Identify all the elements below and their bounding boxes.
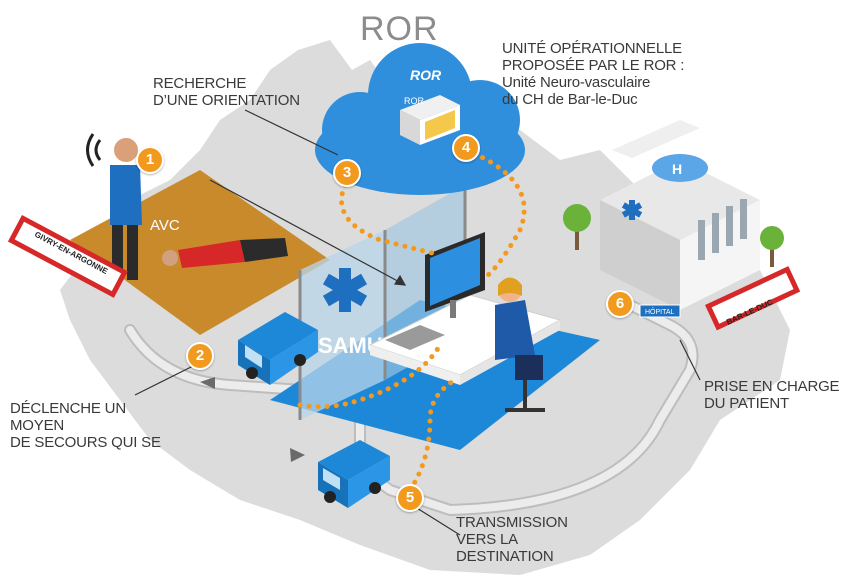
road-arrow-icon — [200, 377, 305, 462]
tree-icon — [563, 204, 784, 267]
label-recherche: RECHERCHE D’UNE ORIENTATION — [153, 75, 300, 109]
label-prise-en-charge: PRISE EN CHARGE DU PATIENT — [704, 378, 840, 412]
label-unite-operationnelle: UNITÉ OPÉRATIONNELLE PROPOSÉE PAR LE ROR… — [502, 40, 685, 108]
town-sign-bar-le-duc — [705, 266, 801, 331]
label-declenche: DÉCLENCHE UN MOYEN DE SECOURS QUI SE — [10, 400, 161, 451]
cloud-logo: ROR — [410, 67, 442, 83]
diagram-title: ROR — [360, 10, 439, 48]
hospital-sign — [639, 304, 681, 318]
pointer-lines — [134, 109, 701, 536]
hospital-sign-label: HÔPITAL — [645, 307, 675, 316]
ambulance-2 — [318, 440, 390, 508]
step-badge-2: 2 — [186, 342, 214, 370]
hospital-building — [600, 120, 760, 310]
phone-signal-icon — [86, 133, 102, 167]
caller-figure — [110, 138, 142, 280]
ror-cabinet — [400, 95, 460, 145]
town-sign-givry — [7, 215, 128, 298]
svg-text:H: H — [672, 161, 682, 177]
step-badge-5: 5 — [396, 484, 424, 512]
avc-label: AVC — [150, 217, 180, 234]
step-badge-4: 4 — [452, 134, 480, 162]
step-badge-1: 1 — [136, 146, 164, 174]
patient-figure — [162, 238, 288, 268]
hospital-helipad-icon: H — [672, 161, 682, 177]
step-badge-3: 3 — [333, 159, 361, 187]
step-badge-6: 6 — [606, 290, 634, 318]
keyboard — [385, 325, 445, 350]
label-transmission: TRANSMISSION VERS LA DESTINATION — [456, 514, 568, 565]
ambulance-1 — [238, 312, 318, 385]
connection-dots — [297, 147, 527, 493]
hospital-star-icon — [621, 200, 643, 220]
operator-figure — [495, 277, 545, 412]
glass-partition-left — [300, 230, 385, 420]
cabinet-label: ROR — [404, 96, 425, 106]
star-of-life-icon — [322, 268, 368, 312]
